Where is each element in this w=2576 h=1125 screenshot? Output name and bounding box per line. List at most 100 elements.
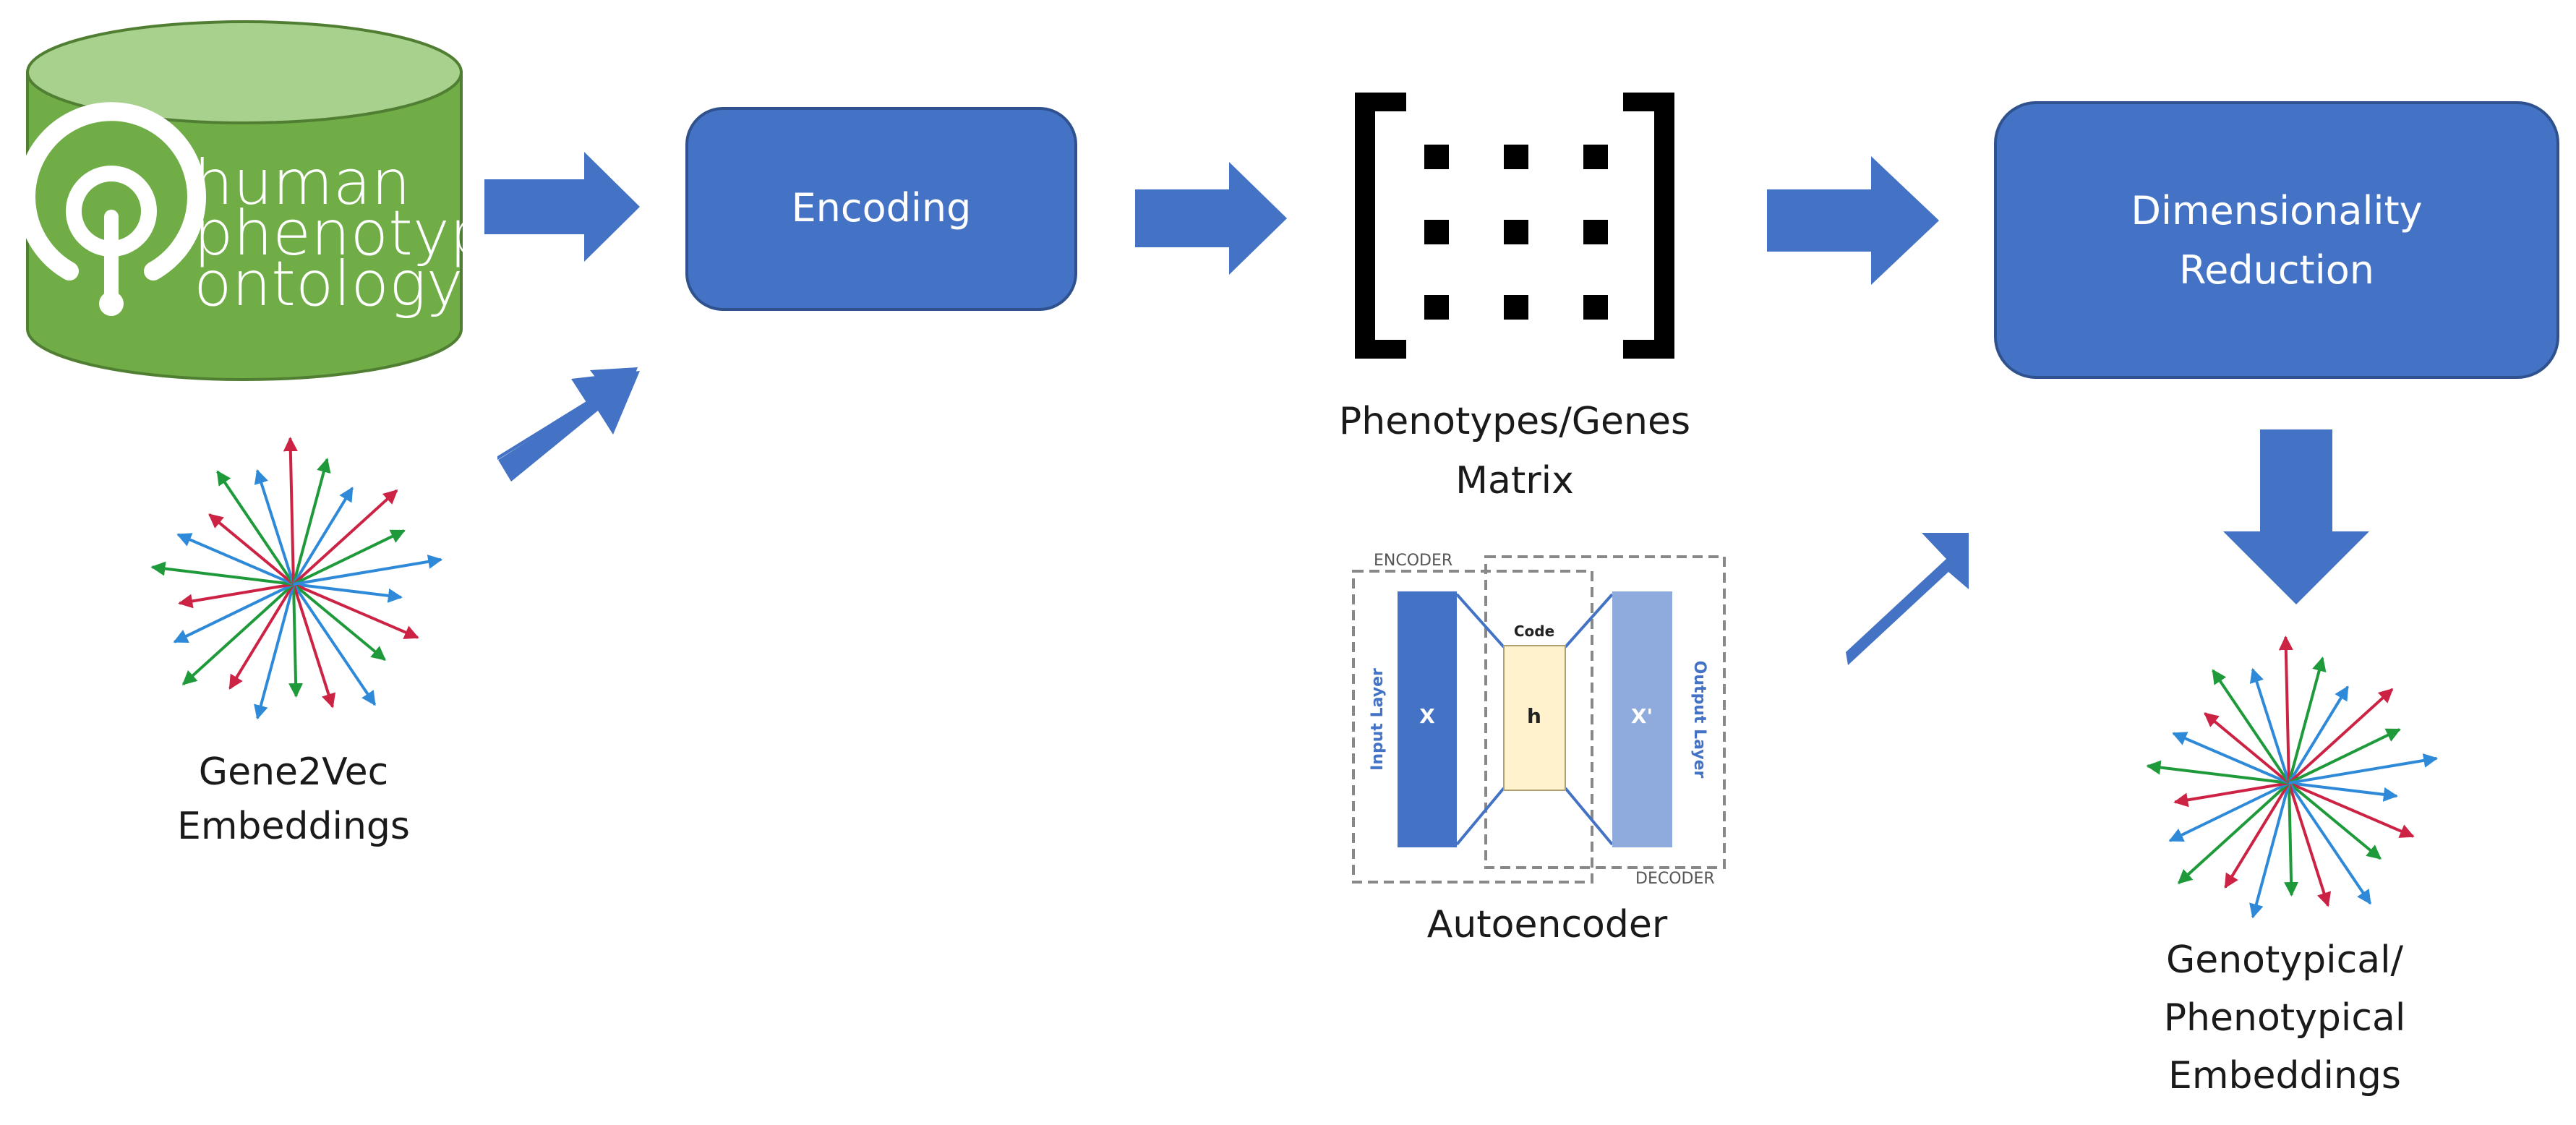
decoder-caption: DECODER [1635,870,1715,888]
vector-arrow [2288,753,2439,784]
hpo-logo-line3: ontology [194,248,463,320]
vector-arrow [292,487,354,586]
decoder-region [1484,555,1726,869]
vector-arrow [2288,782,2332,907]
database-body [26,71,463,381]
dimensionality-reduction-node: Dimensionality Reduction [1994,101,2559,379]
output-embeddings-vectors-icon [2146,636,2439,919]
vector-arrow [181,583,295,685]
database-top [26,20,463,124]
input-layer-caption: Input Layer [1369,668,1387,771]
arrow-autoencoder-to-dimred [1846,533,1969,665]
vector-arrow [292,583,377,706]
input-x-label: X [1419,704,1435,728]
matrix-cell [1504,145,1528,169]
vector-arrow [293,583,419,639]
dimred-label-line1: Dimensionality [2131,188,2422,234]
vector-arrow [292,583,386,662]
code-h-label: h [1527,704,1541,728]
arrow-dimred-to-embeddings [2223,429,2369,604]
matrix-icon [1355,93,1674,359]
vector-arrow [2168,782,2290,842]
matrix-cell [1583,295,1608,320]
vector-arrow [293,555,443,586]
input-layer-bar [1398,591,1457,847]
hpo-logo-line1: human [194,147,411,219]
vector-arrow [2172,732,2290,784]
vector-arrow [2204,712,2290,784]
output-layer-bar [1612,591,1672,847]
vector-arrow [254,583,295,720]
vector-arrow [2288,728,2401,784]
vector-arrow [2288,782,2372,905]
vector-arrow [2224,782,2290,889]
matrix-right-bracket [1623,93,1674,359]
vector-arrow [2173,782,2290,808]
vector-arrow [288,583,304,698]
gene2vec-label-line1: Gene2Vec [199,750,388,794]
dimred-label-line2: Reduction [2179,247,2374,293]
arrow-encoding-to-matrix [1135,162,1287,275]
matrix-cell [1504,295,1528,320]
vector-arrow [216,470,295,586]
vector-arrow [2288,685,2350,784]
arrow-gene2vec-to-encoding-body [498,371,640,482]
encoding-node: Encoding [685,107,1077,311]
vector-arrow [2249,667,2290,784]
output-layer-caption: Output Layer [1690,661,1708,779]
vector-arrow [2284,782,2299,897]
vector-arrow [176,533,294,586]
vector-arrow [178,583,294,609]
matrix-cell [1583,220,1608,244]
arrow-hpo-to-encoding [484,152,640,262]
vector-arrow [208,513,295,586]
vector-arrow [292,583,336,709]
matrix-cell [1424,220,1449,244]
hpo-target-icon [17,102,206,316]
matrix-cell [1583,145,1608,169]
vector-arrow [2249,782,2290,919]
vector-arrow [254,469,295,585]
output-label-line2: Phenotypical [2164,996,2406,1040]
encoder-region [1352,570,1593,884]
encoding-label: Encoding [792,185,972,231]
autoencoder-label: Autoencoder [1427,903,1668,946]
output-label-line1: Genotypical/ [2166,938,2404,982]
vector-arrow [292,458,331,585]
vector-arrow [2177,782,2290,884]
vector-arrow [2288,782,2398,802]
vector-arrow [2278,636,2293,784]
gene2vec-label-line2: Embeddings [177,805,410,848]
vector-arrow [150,561,294,586]
vector-arrow [2288,782,2415,838]
vector-arrow [173,583,294,643]
vector-arrow [293,529,406,586]
arrow-matrix-to-dimred [1767,156,1939,285]
code-layer-bar [1503,645,1566,791]
code-caption: Code [1514,623,1554,640]
matrix-cell [1424,145,1449,169]
vector-arrow [2288,656,2327,784]
vector-arrow [228,583,295,690]
matrix-label-line1: Phenotypes/Genes [1339,400,1690,443]
matrix-cells [1424,145,1608,320]
output-label-line3: Embeddings [2168,1054,2401,1098]
vector-arrow [2288,782,2382,860]
matrix-cell [1504,220,1528,244]
vector-arrow [293,583,403,603]
flow-arrows [484,152,2369,665]
encoder-caption: ENCODER [1374,552,1452,570]
vector-arrow [283,437,298,585]
gene2vec-vectors-icon [150,437,443,720]
hpo-logo-line2: phenotype [194,197,527,270]
matrix-cell [1424,295,1449,320]
hpo-database: human phenotype ontology [17,20,527,381]
matrix-left-bracket [1355,93,1406,359]
autoencoder-diagram: ENCODER DECODER X h X' Code Input Layer … [1352,552,1726,888]
vector-arrow [2146,760,2290,784]
arrow-gene2vec-to-encoding [497,367,638,460]
vector-arrow [2212,669,2290,784]
matrix-label-line2: Matrix [1455,459,1574,502]
output-xprime-label: X' [1631,704,1653,728]
